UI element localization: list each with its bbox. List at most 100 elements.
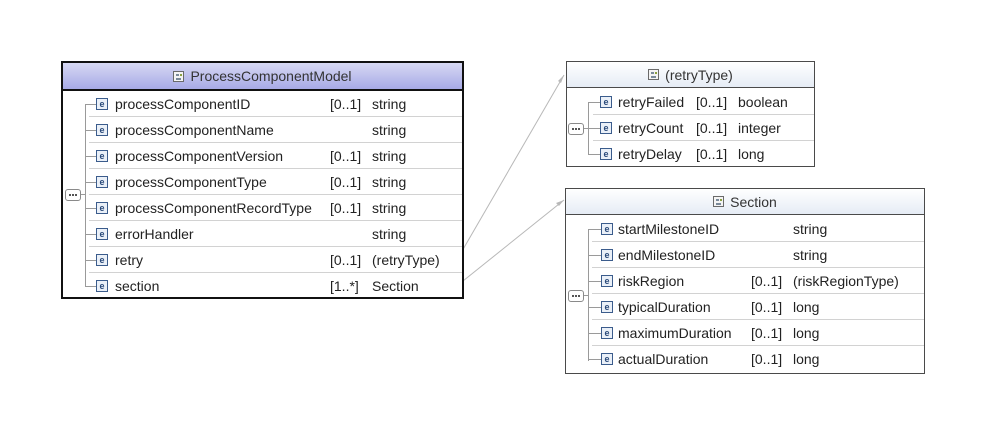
tree-branch-line (588, 333, 601, 334)
tree-branch-line (588, 154, 600, 155)
retry-type-header[interactable]: (retryType) (567, 62, 814, 88)
field-type: string (372, 226, 407, 242)
sequence-icon[interactable] (65, 189, 81, 201)
field-cardinality: [0..1] (330, 200, 362, 216)
element-icon: e (600, 148, 612, 160)
tree-branch-line (85, 104, 96, 105)
sequence-tree-line (85, 104, 86, 287)
section-field-row[interactable]: e maximumDuration [0..1] long (566, 320, 924, 346)
field-type: string (793, 247, 828, 263)
field-type: string (372, 174, 407, 190)
process-field-row[interactable]: e processComponentType [0..1] string (63, 169, 462, 195)
field-name: retryCount (618, 120, 684, 136)
tree-branch-line (85, 156, 96, 157)
field-cardinality: [0..1] (330, 148, 362, 164)
field-name: typicalDuration (618, 299, 711, 315)
retry-type-title: (retryType) (665, 66, 733, 83)
field-type: string (372, 96, 407, 112)
process-component-model-title: ProcessComponentModel (190, 68, 352, 84)
retry-connector (457, 74, 565, 259)
tree-branch-line (588, 102, 600, 103)
field-name: riskRegion (618, 273, 685, 289)
tree-branch-line (588, 359, 601, 360)
field-type: long (793, 299, 820, 315)
tree-branch-line (588, 281, 601, 282)
field-name: actualDuration (618, 351, 709, 367)
process-field-row[interactable]: e processComponentID [0..1] string (63, 91, 462, 117)
process-component-model-header[interactable]: ProcessComponentModel (63, 63, 462, 91)
sequence-icon[interactable] (568, 123, 584, 135)
field-type: integer (738, 120, 781, 136)
section-title: Section (730, 193, 777, 210)
tree-branch-line (588, 255, 601, 256)
field-name: retryDelay (618, 146, 682, 162)
element-icon: e (96, 150, 108, 162)
element-icon: e (96, 176, 108, 188)
field-name: startMilestoneID (618, 221, 720, 237)
field-type: long (793, 325, 820, 341)
field-cardinality: [0..1] (330, 174, 362, 190)
section-header[interactable]: Section (566, 189, 924, 215)
element-icon: e (600, 122, 612, 134)
field-cardinality: [0..1] (751, 299, 783, 315)
section-box[interactable]: Section e startMilestoneID string e endMiles… (565, 188, 925, 374)
field-name: endMilestoneID (618, 247, 716, 263)
field-name: processComponentVersion (115, 148, 284, 164)
element-icon: e (96, 280, 108, 292)
tree-branch-line (85, 208, 96, 209)
tree-branch-line (588, 229, 601, 230)
field-type: (riskRegionType) (793, 273, 899, 289)
field-cardinality: [0..1] (696, 120, 728, 136)
sequence-connector (584, 128, 588, 129)
field-name: processComponentName (115, 122, 274, 138)
field-cardinality: [0..1] (751, 325, 783, 341)
tree-branch-line (588, 307, 601, 308)
complex-type-icon (173, 70, 185, 82)
element-icon: e (96, 124, 108, 136)
sequence-connector (81, 194, 85, 195)
element-icon: e (600, 96, 612, 108)
element-icon: e (96, 202, 108, 214)
sequence-connector (584, 295, 588, 296)
retry-field-row[interactable]: e retryCount [0..1] integer (567, 115, 814, 141)
field-type: string (793, 221, 828, 237)
element-icon: e (96, 254, 108, 266)
retry-connector-arrow (558, 75, 564, 83)
field-name: processComponentType (115, 174, 267, 190)
complex-type-icon (713, 196, 725, 207)
element-icon: e (96, 228, 108, 240)
field-type: boolean (738, 94, 788, 110)
element-icon: e (96, 98, 108, 110)
field-cardinality: [0..1] (330, 96, 362, 112)
field-type: string (372, 148, 407, 164)
element-icon: e (601, 353, 613, 365)
field-name: processComponentID (115, 96, 251, 112)
tree-branch-line (85, 130, 96, 131)
process-field-row[interactable]: e processComponentVersion [0..1] string (63, 143, 462, 169)
element-icon: e (601, 327, 613, 339)
field-name: maximumDuration (618, 325, 732, 341)
process-component-model-box[interactable]: ProcessComponentModel e processComponentI… (61, 61, 464, 299)
tree-branch-line (85, 286, 96, 287)
sequence-tree-line (588, 230, 589, 361)
field-cardinality: [0..1] (696, 94, 728, 110)
field-type: Section (372, 278, 419, 294)
sequence-icon[interactable] (568, 290, 584, 302)
complex-type-icon (648, 69, 660, 80)
field-type: long (738, 146, 765, 162)
retry-field-row[interactable]: e retryFailed [0..1] boolean (567, 89, 814, 115)
field-name: retryFailed (618, 94, 685, 110)
